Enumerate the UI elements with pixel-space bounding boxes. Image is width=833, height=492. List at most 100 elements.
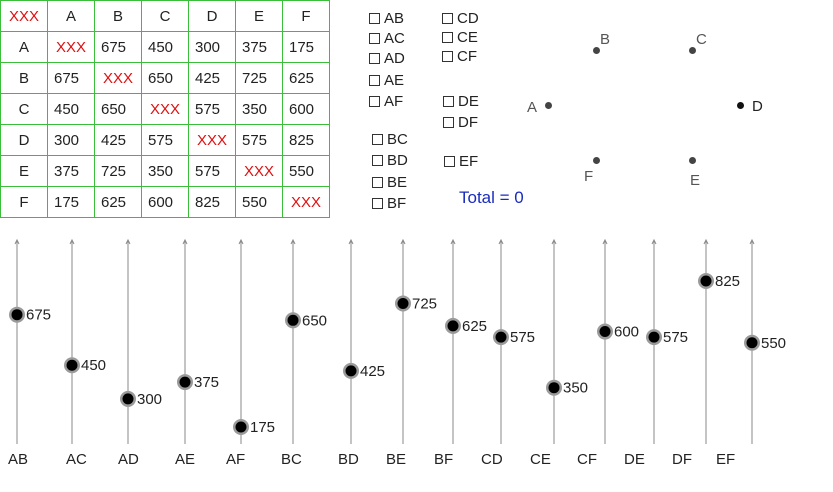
matrix-cell: 550 — [235, 186, 283, 218]
matrix-row: C 450 650 XXX 575 350 600 — [0, 93, 330, 125]
checkbox-icon — [444, 156, 455, 167]
matrix-row: A XXX 675 450 300 375 175 — [0, 31, 330, 63]
checkbox-de[interactable]: DE — [443, 93, 479, 110]
matrix-cell: 375 — [47, 155, 95, 187]
slider-point[interactable] — [700, 275, 712, 287]
slider-point[interactable] — [66, 359, 78, 371]
slider-category-label: BE — [386, 451, 406, 468]
matrix-cell: 600 — [282, 93, 330, 125]
slider-category-label: CE — [530, 451, 551, 468]
checkbox-be[interactable]: BE — [372, 174, 407, 191]
slider-point[interactable] — [548, 382, 560, 394]
checkbox-ad[interactable]: AD — [369, 50, 405, 67]
matrix-row-header: C — [0, 93, 48, 125]
matrix-cell: 825 — [282, 124, 330, 156]
checkbox-icon — [369, 96, 380, 107]
matrix-row-header: E — [0, 155, 48, 187]
slider-point[interactable] — [287, 314, 299, 326]
matrix-row-header: B — [0, 62, 48, 94]
checkbox-label: CF — [457, 48, 477, 65]
slider-point[interactable] — [447, 320, 459, 332]
matrix-row: D 300 425 575 XXX 575 825 — [0, 124, 330, 156]
vertex-label-d: D — [752, 98, 763, 115]
matrix-cell: 650 — [141, 62, 189, 94]
checkbox-label: DF — [458, 114, 478, 131]
matrix-row-header: D — [0, 124, 48, 156]
checkbox-label: BE — [387, 174, 408, 191]
slider-point[interactable] — [11, 309, 23, 321]
checkbox-icon — [442, 51, 453, 62]
checkbox-label: AE — [384, 72, 405, 89]
axis-arrow-icon — [238, 238, 244, 245]
slider-category-label: DE — [624, 451, 645, 468]
slider-category-label: AD — [118, 451, 139, 468]
vertex-c[interactable] — [689, 47, 696, 54]
checkbox-bd[interactable]: BD — [372, 152, 408, 169]
axis-arrow-icon — [551, 238, 557, 245]
slider-point[interactable] — [599, 326, 611, 338]
matrix-cell: 425 — [188, 62, 236, 94]
matrix-cell: 175 — [47, 186, 95, 218]
checkbox-icon — [369, 53, 380, 64]
checkbox-cd[interactable]: CD — [442, 10, 479, 27]
vertex-d[interactable] — [737, 102, 744, 109]
checkbox-af[interactable]: AF — [369, 93, 403, 110]
vertex-label-b: B — [600, 31, 611, 48]
checkbox-ac[interactable]: AC — [369, 30, 405, 47]
checkbox-ef[interactable]: EF — [444, 153, 478, 170]
vertex-b[interactable] — [593, 47, 600, 54]
checkbox-ae[interactable]: AE — [369, 72, 404, 89]
axis-arrow-icon — [290, 238, 296, 245]
slider-value-label: 625 — [462, 318, 487, 335]
matrix-row-header: A — [0, 31, 48, 63]
slider-value-label: 550 — [761, 335, 786, 352]
matrix-col-header: C — [141, 0, 189, 32]
matrix-cell: 675 — [94, 31, 142, 63]
slider-point[interactable] — [235, 421, 247, 433]
slider-value-label: 725 — [412, 295, 437, 312]
matrix-corner-cell: XXX — [0, 0, 48, 32]
vertex-f[interactable] — [593, 157, 600, 164]
checkbox-icon — [372, 155, 383, 166]
slider-category-label: CF — [577, 451, 597, 468]
vertex-label-e: E — [690, 172, 701, 189]
checkbox-bf[interactable]: BF — [372, 195, 406, 212]
checkbox-ab[interactable]: AB — [369, 10, 404, 27]
slider-value-label: 575 — [663, 329, 688, 346]
vertex-a[interactable] — [545, 102, 552, 109]
slider-category-label: AC — [66, 451, 87, 468]
checkbox-df[interactable]: DF — [443, 114, 478, 131]
checkbox-ce[interactable]: CE — [442, 29, 478, 46]
slider-point[interactable] — [179, 376, 191, 388]
matrix-cell: 825 — [188, 186, 236, 218]
checkbox-label: AB — [384, 10, 405, 27]
slider-point[interactable] — [345, 365, 357, 377]
matrix-cell: 300 — [188, 31, 236, 63]
axis-arrow-icon — [69, 238, 75, 245]
slider-point[interactable] — [746, 337, 758, 349]
slider-point[interactable] — [397, 297, 409, 309]
axis-arrow-icon — [348, 238, 354, 245]
matrix-cell: 450 — [47, 93, 95, 125]
matrix-col-header: A — [47, 0, 95, 32]
slider-category-label: AF — [226, 451, 245, 468]
slider-point[interactable] — [495, 331, 507, 343]
checkbox-cf[interactable]: CF — [442, 48, 477, 65]
slider-value-label: 825 — [715, 273, 740, 290]
matrix-cell: 375 — [235, 31, 283, 63]
slider-value-label: 650 — [302, 312, 327, 329]
slider-category-label: DF — [672, 451, 692, 468]
checkbox-label: CD — [457, 10, 479, 27]
vertex-e[interactable] — [689, 157, 696, 164]
total-readout: Total = 0 — [459, 188, 524, 207]
matrix-cell: XXX — [94, 62, 142, 94]
checkbox-label: AF — [384, 93, 404, 110]
checkbox-bc[interactable]: BC — [372, 131, 408, 148]
matrix-row-header: F — [0, 186, 48, 218]
slider-point[interactable] — [648, 331, 660, 343]
slider-point[interactable] — [122, 393, 134, 405]
checkbox-icon — [372, 177, 383, 188]
matrix-cell: 350 — [141, 155, 189, 187]
checkbox-icon — [372, 198, 383, 209]
slider-value-label: 300 — [137, 391, 162, 408]
